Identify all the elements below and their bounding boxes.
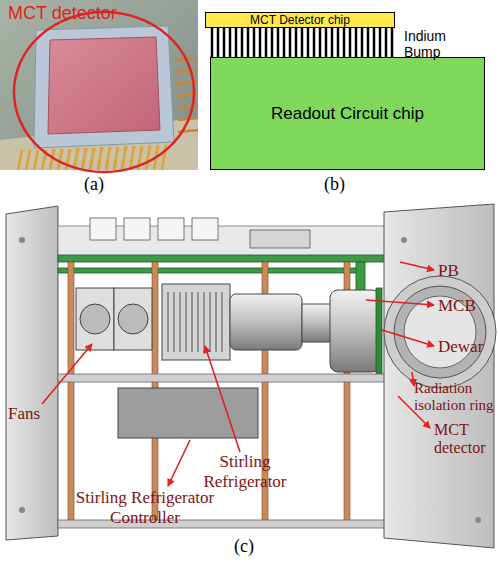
leader-arrow	[42, 344, 92, 404]
part-name: MCB	[438, 296, 494, 316]
secondary-board	[58, 268, 358, 273]
part-name: PB	[438, 261, 488, 281]
leader-arrow	[400, 262, 434, 270]
readout-circuit-chip: Readout Circuit chip	[210, 57, 485, 170]
node-text: MCT Detector chip	[250, 14, 350, 27]
part-name: MCT detector	[434, 421, 496, 458]
cooling-fins	[168, 292, 222, 352]
pb-board	[58, 255, 403, 262]
part-name: Dewar	[438, 337, 496, 357]
node-text: Readout Circuit chip	[271, 105, 424, 123]
cold-finger	[302, 304, 332, 342]
connector	[192, 218, 218, 240]
right-flange	[384, 204, 494, 548]
fan	[76, 288, 114, 350]
connector	[124, 218, 150, 240]
left-end-plate	[6, 206, 58, 540]
screw-hole	[475, 517, 481, 523]
controller-box	[118, 388, 258, 438]
screw-hole	[19, 237, 25, 243]
dewar-body	[330, 290, 380, 372]
connector	[158, 218, 184, 240]
middle-plate	[58, 374, 388, 382]
screw-hole	[401, 237, 407, 243]
leader-arrow	[366, 300, 434, 305]
chip-component	[250, 230, 310, 248]
panel-letter: (b)	[324, 174, 364, 195]
ceramic-package	[34, 26, 174, 148]
photo-background	[0, 0, 198, 170]
part-name: Stirling Refrigerator	[190, 452, 300, 491]
copper-post	[68, 262, 74, 524]
part-name: Indium Bump	[404, 28, 474, 60]
highlight-circle	[14, 12, 194, 172]
part-name: Fans	[8, 404, 58, 424]
leader-arrow	[412, 372, 414, 386]
photo-title: MCT detector	[8, 3, 178, 24]
detector-chip: MCT Detector chip	[205, 12, 395, 28]
part-name: Stirling Refrigerator Controller	[60, 488, 230, 527]
fan	[114, 288, 152, 350]
radiation-isolation-ring	[384, 276, 496, 388]
panel-letter: (c)	[234, 536, 274, 557]
compressor-body	[162, 284, 230, 360]
detector-array	[48, 37, 160, 134]
panel-letter: (a)	[84, 174, 124, 195]
part-name: Radiation isolation ring	[414, 380, 498, 415]
base-plate	[58, 520, 388, 528]
indium-bumps	[212, 27, 392, 57]
connector	[90, 218, 116, 240]
fan-rotor	[80, 304, 110, 334]
refrigerator-cylinder	[230, 294, 302, 350]
screw-hole	[19, 507, 25, 513]
leader-arrow	[205, 346, 240, 452]
leader-arrow	[382, 330, 434, 346]
leader-arrow	[168, 440, 190, 486]
fan-rotor	[118, 304, 148, 334]
